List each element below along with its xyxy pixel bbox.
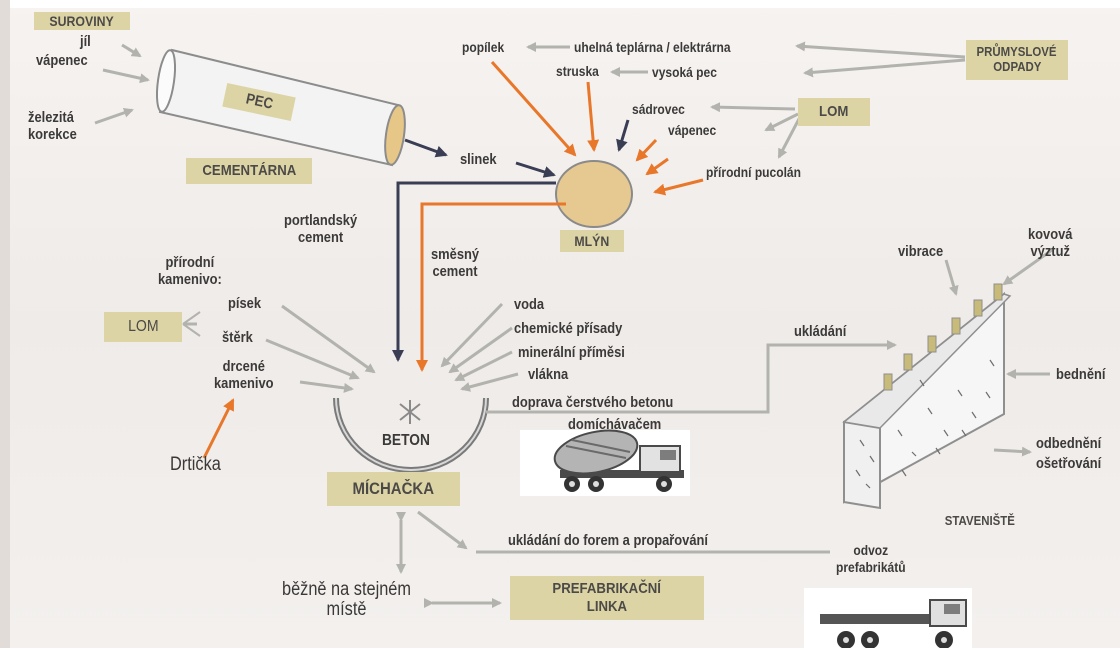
label-ukladani: ukládání — [794, 323, 846, 340]
arrow-sadrovec-mill — [619, 120, 628, 150]
arrow-sterk — [266, 340, 358, 378]
arrow-kiln-slinek — [405, 140, 446, 155]
label-sadrovec: sádrovec — [632, 101, 685, 118]
arrow-lom-mill — [647, 159, 668, 174]
label-drticka: Drtička — [170, 456, 221, 473]
odbedneni-line: odbednění — [1036, 435, 1101, 452]
box-prefabrikacni: PREFABRIKAČNÍ LINKA — [510, 576, 704, 620]
label-domichavacem: domíchávačem — [568, 416, 661, 433]
arrow-mineralni — [456, 352, 512, 380]
label-smesny: směsný cement — [431, 246, 479, 280]
label-vibrace: vibrace — [898, 243, 943, 260]
label-zelezita: železitá korekce — [28, 109, 77, 143]
staveniste-label: STAVENIŠTĚ — [945, 510, 1015, 532]
label-popilek: popílek — [462, 39, 504, 56]
box-staveniste: STAVENIŠTĚ — [930, 510, 1030, 532]
mill-ellipse — [556, 161, 632, 227]
arrow-drcene — [300, 382, 352, 389]
zelezita-line1: železitá — [28, 109, 74, 126]
arrow-struska-mill — [588, 82, 594, 150]
arrow-michacka-prefab — [418, 512, 466, 548]
arrow-jil — [122, 45, 140, 56]
mixer-blade-icon — [400, 400, 420, 424]
label-drcene: drcené kamenivo — [214, 358, 274, 392]
odvoz-line2: prefabrikátů — [836, 559, 906, 575]
box-lom-left: LOM — [104, 312, 182, 342]
label-pucolan: přírodní pucolán — [706, 164, 801, 181]
lom-top-label: LOM — [819, 98, 848, 126]
arrow-vlakna — [462, 374, 518, 389]
arrow-vibrace — [946, 260, 956, 294]
label-kovova: kovová výztuž — [1028, 226, 1072, 260]
box-prumyslove: PRŮMYSLOVÉ ODPADY — [966, 40, 1068, 80]
prumyslove-line2: ODPADY — [993, 59, 1041, 74]
arrow-pisek — [282, 306, 374, 372]
arrow-slinek-mill — [516, 163, 554, 175]
label-struska: struska — [556, 63, 599, 80]
osetrovani-line: ošetřování — [1036, 455, 1101, 472]
box-cementarna: CEMENTÁRNA — [186, 158, 312, 184]
label-odbedneni: odbednění ošetřování — [1036, 434, 1101, 474]
portland-line1: portlandský — [284, 212, 357, 229]
box-mlyn: MLÝN — [560, 230, 624, 252]
portland-line2: cement — [298, 229, 343, 246]
prirodni-line1: přírodní — [166, 254, 215, 271]
suroviny-label: SUROVINY — [50, 12, 114, 30]
label-ukladani-forem: ukládání do forem a propařování — [508, 532, 708, 549]
bezne-line2: místě — [327, 599, 367, 620]
label-vlakna: vlákna — [528, 366, 568, 383]
box-michacka: MÍCHAČKA — [327, 472, 460, 506]
kovova-line2: výztuž — [1031, 243, 1070, 260]
box-lom-top: LOM — [798, 98, 870, 126]
label-beton: BETON — [382, 432, 430, 449]
bezne-line1: běžně na stejném — [282, 579, 411, 600]
label-teplarna: uhelná teplárna / elektrárna — [574, 39, 731, 56]
zelezita-line2: korekce — [28, 126, 77, 143]
label-portland: portlandský cement — [284, 212, 357, 246]
label-pisek: písek — [228, 295, 261, 312]
mlyn-label: MLÝN — [575, 230, 610, 252]
label-bedneni: bednění — [1056, 366, 1105, 383]
label-odvoz: odvoz prefabrikátů — [836, 542, 906, 576]
label-prirodni: přírodní kamenivo: — [158, 254, 222, 288]
prumyslove-line1: PRŮMYSLOVÉ — [977, 44, 1057, 59]
smesny-line1: směsný — [431, 246, 479, 263]
prefab-line1: PREFABRIKAČNÍ — [553, 580, 662, 598]
arrow-waste-vysokapec — [805, 60, 965, 73]
label-bezne: běžně na stejném místě — [282, 580, 411, 620]
arrow-vapenec-mill — [637, 140, 656, 160]
box-suroviny: SUROVINY — [34, 12, 130, 30]
prirodni-line2: kamenivo: — [158, 271, 222, 288]
arrow-vapenec-raw — [103, 70, 148, 80]
label-mineralni: minerální příměsi — [518, 344, 625, 361]
arrow-odbedneni — [994, 450, 1030, 452]
arrow-waste-teplarna — [797, 46, 965, 57]
label-chemicke: chemické přísady — [514, 320, 622, 337]
concrete-wall — [844, 284, 1010, 508]
arrow-zelezita — [95, 110, 132, 123]
flatbed-truck-icon — [804, 588, 972, 648]
label-slinek: slinek — [460, 151, 497, 168]
label-vapenec-mill: vápenec — [668, 122, 716, 139]
smesny-line2: cement — [432, 263, 477, 280]
michacka-label: MÍCHAČKA — [353, 472, 434, 506]
label-doprava: doprava čerstvého betonu — [512, 394, 673, 411]
drcene-line2: kamenivo — [214, 375, 274, 392]
drcene-line1: drcené — [223, 358, 265, 375]
label-jil: jíl — [80, 33, 91, 50]
arrow-pucolan-mill — [655, 180, 703, 192]
lom-left-label: LOM — [128, 312, 159, 342]
cementarna-label: CEMENTÁRNA — [202, 158, 296, 184]
label-vapenec-raw: vápenec — [36, 52, 88, 69]
arrow-drticka — [204, 400, 233, 458]
label-sterk: štěrk — [222, 329, 253, 346]
odvoz-line1: odvoz — [853, 542, 888, 558]
prefab-line2: LINKA — [587, 598, 627, 616]
label-voda: voda — [514, 296, 544, 313]
kovova-line1: kovová — [1028, 226, 1072, 243]
mixer-truck-icon — [520, 424, 690, 496]
arrow-lom-sadrovec — [712, 107, 795, 109]
label-vysoka-pec: vysoká pec — [652, 64, 717, 81]
